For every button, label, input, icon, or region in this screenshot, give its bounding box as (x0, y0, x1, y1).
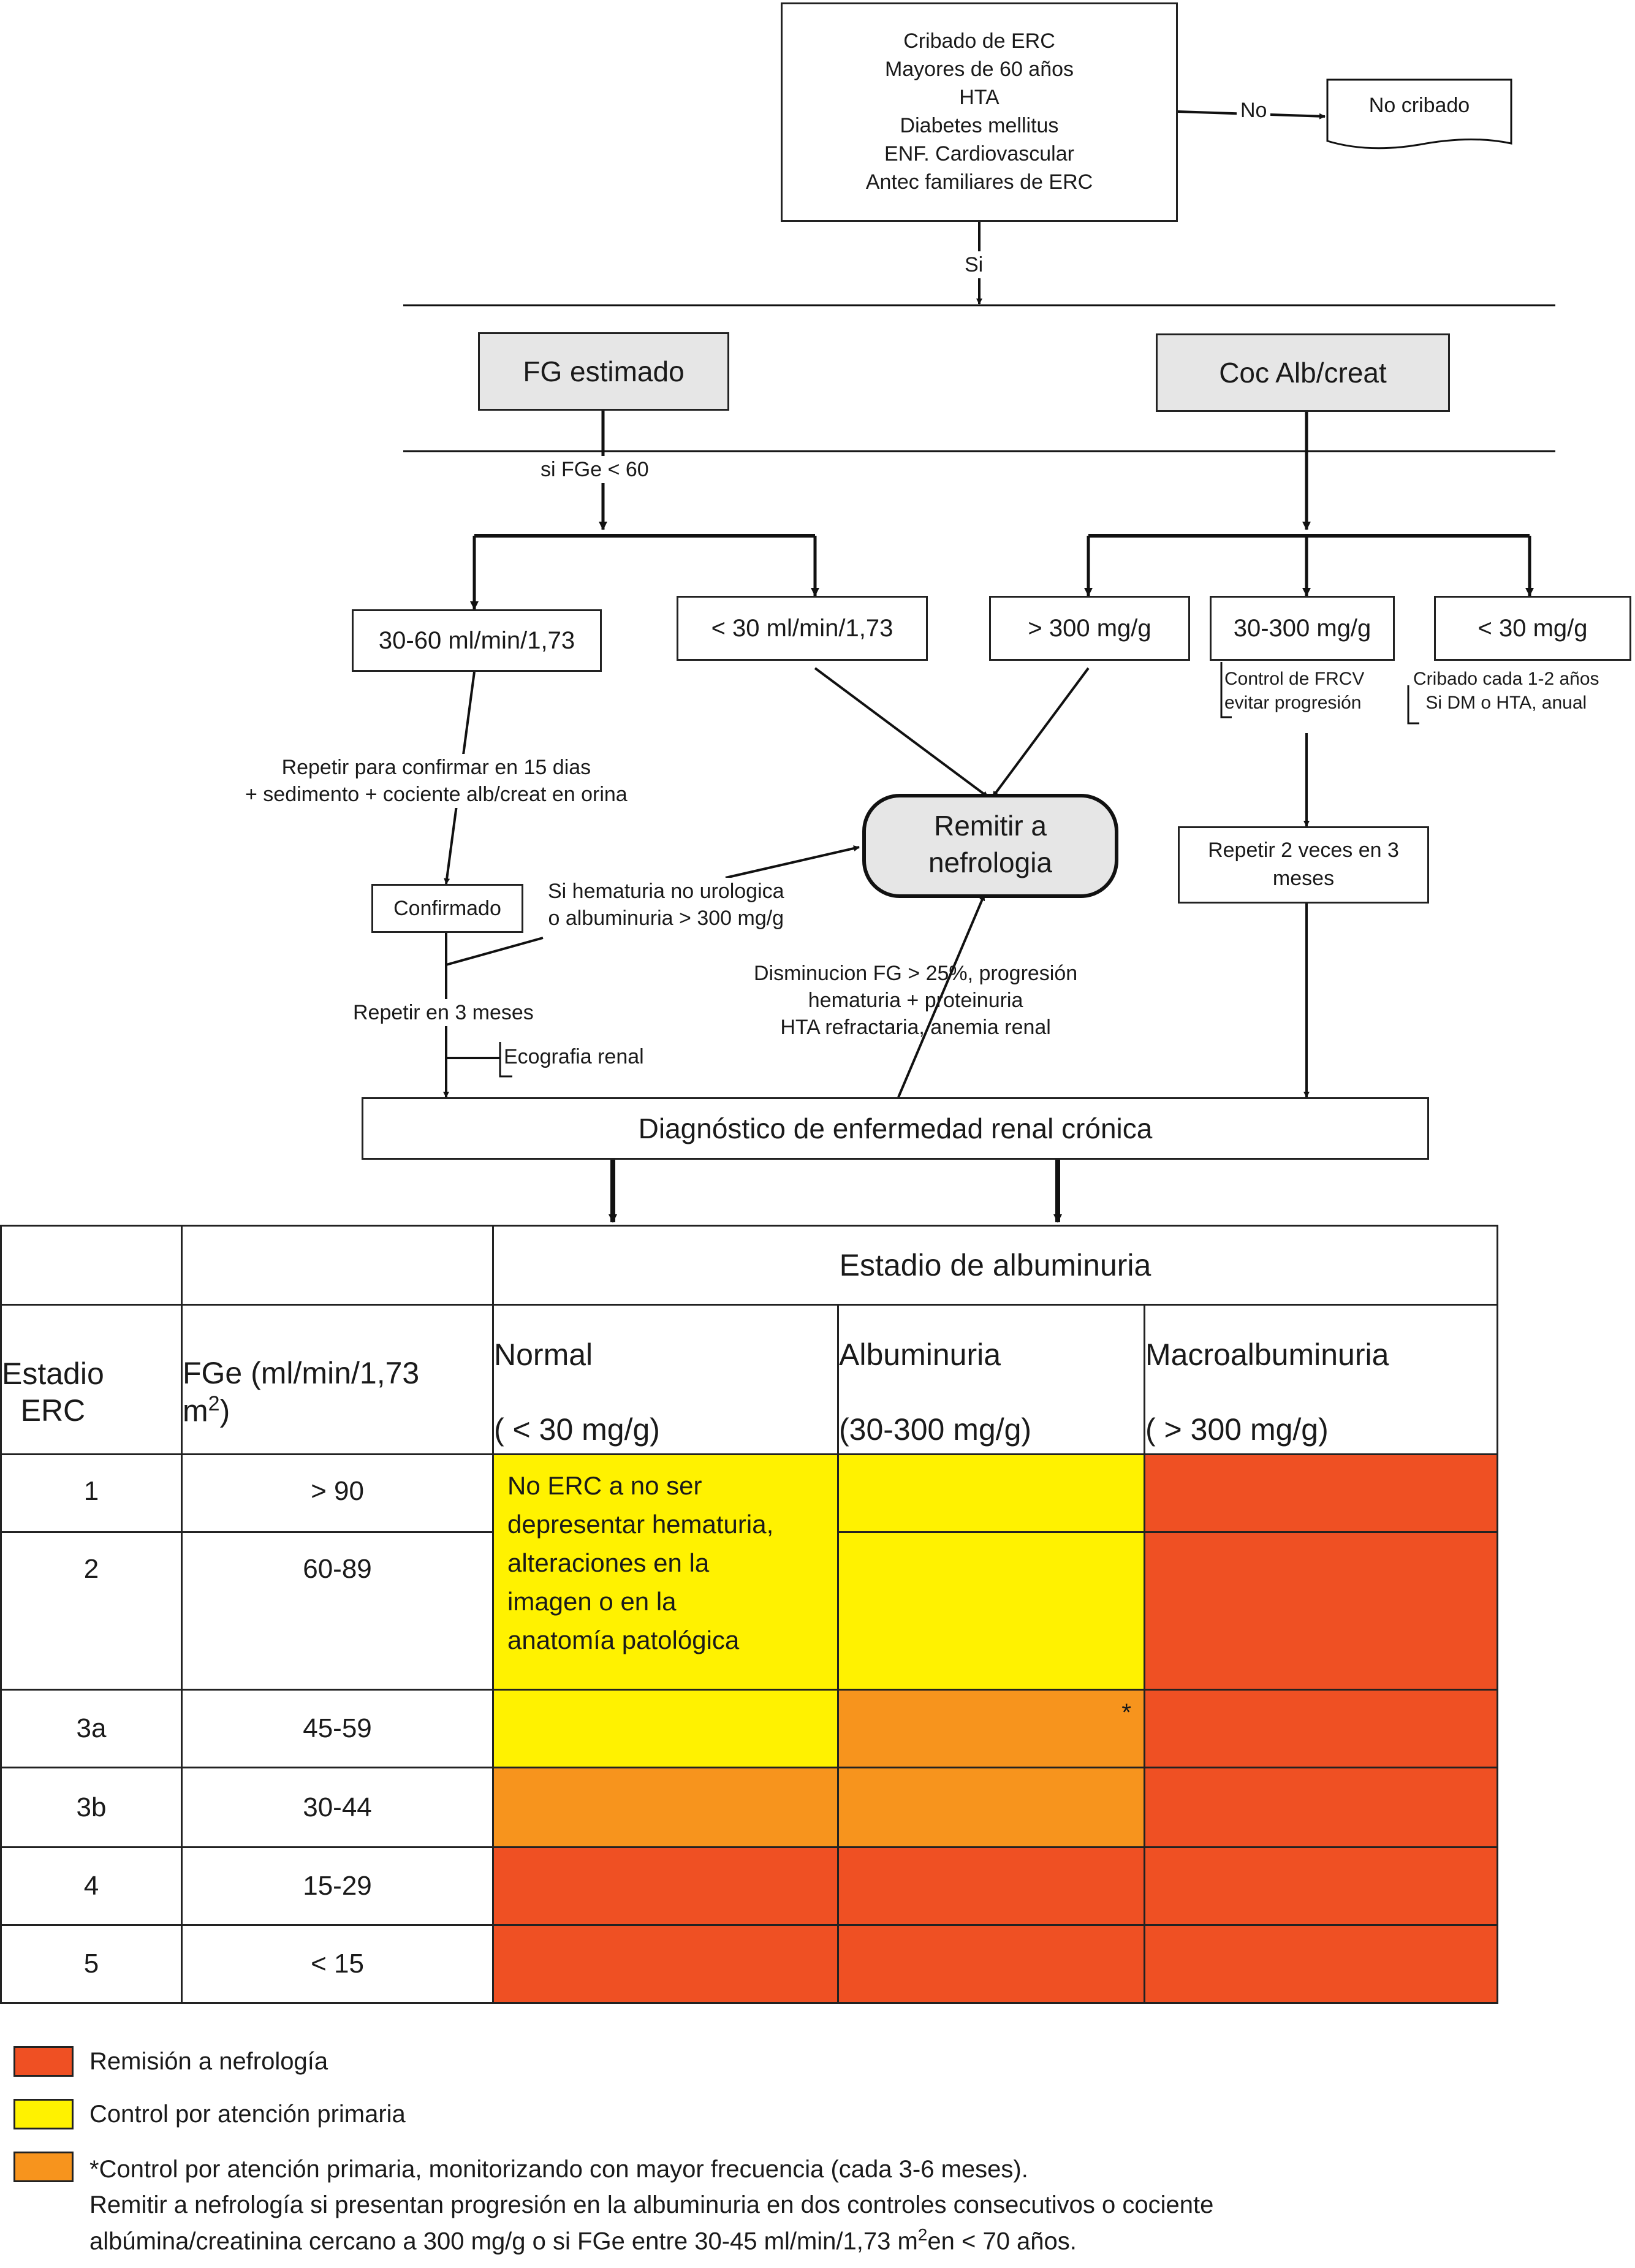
table-row-3a-stage: 3a (0, 1689, 183, 1768)
row-5-macro-cell (1144, 1924, 1498, 2004)
table-row-2-stage: 2 (0, 1531, 183, 1691)
screening-criteria-box: Cribado de ERC Mayores de 60 años HTA Di… (781, 2, 1178, 222)
stage-column-header: Estadio ERC (0, 1304, 183, 1455)
alb-lt30-box: < 30 mg/g (1434, 596, 1631, 661)
table-row-2-fge: 60-89 (181, 1531, 494, 1691)
row-4-normal-cell (492, 1846, 839, 1926)
row-4-albuminuria-cell (837, 1846, 1145, 1926)
repeat-twice-box: Repetir 2 veces en 3 meses (1178, 826, 1429, 904)
table-row-3b-fge: 30-44 (181, 1767, 494, 1848)
table-row-1-fge: > 90 (181, 1453, 494, 1533)
yes-label: Si (961, 251, 987, 279)
refer-box-shape (862, 794, 1118, 898)
header-blank-2 (181, 1225, 494, 1306)
legend-red-swatch (13, 2046, 74, 2077)
albuminuria-title: Albuminuria (839, 1337, 1001, 1372)
macroalbuminuria-column-header: Macroalbuminuria ( > 300 mg/g) (1144, 1304, 1498, 1455)
renal-echo-label: Ecografia renal (504, 1045, 644, 1068)
table-row-5-stage: 5 (0, 1924, 183, 2004)
row-2-albuminuria-cell (837, 1531, 1145, 1691)
header-blank-1 (0, 1225, 183, 1306)
albuminuria-stage-text: Estadio de albuminuria (839, 1248, 1151, 1282)
macroalbuminuria-range: ( > 300 mg/g) (1145, 1412, 1329, 1447)
albuminuria-range: (30-300 mg/g) (839, 1412, 1032, 1447)
macroalbuminuria-title: Macroalbuminuria (1145, 1337, 1389, 1372)
row-1-albuminuria-cell (837, 1453, 1145, 1533)
row-3b-normal-cell (492, 1767, 839, 1848)
legend-yellow-swatch (13, 2099, 74, 2129)
frcv-note: Control de FRCV evitar progresión (1224, 669, 1365, 713)
range-lt30-box: < 30 ml/min/1,73 (677, 596, 928, 661)
no-label: No (1237, 97, 1271, 124)
refer-nephrology-box: Remitir a nefrologia (928, 810, 1053, 878)
row-1-macro-cell (1144, 1453, 1498, 1533)
screening-frequency-note: Cribado cada 1-2 años Si DM o HTA, anual (1413, 669, 1599, 713)
fg-estimated-box: FG estimado (478, 332, 729, 411)
legend-yellow-label: Control por atención primaria (89, 2101, 406, 2128)
flowchart-connectors (403, 78, 1555, 1223)
table-row-1-stage: 1 (0, 1453, 183, 1533)
table-row-4-stage: 4 (0, 1846, 183, 1926)
hematuria-note: Si hematuria no urologica o albuminuria … (544, 878, 788, 932)
asterisk-mark: * (1121, 1699, 1131, 1726)
no-screening-box: No cribado (1368, 94, 1470, 117)
fge-column-unit: m2) (183, 1391, 230, 1428)
table-row-4-fge: 15-29 (181, 1846, 494, 1926)
albuminuria-column-header: Albuminuria (30-300 mg/g) (837, 1304, 1145, 1455)
row-3a-albuminuria-cell: * (837, 1689, 1145, 1768)
row-2-macro-cell (1144, 1531, 1498, 1691)
legend-red-label: Remisión a nefrología (89, 2048, 328, 2075)
normal-column-header: Normal ( < 30 mg/g) (492, 1304, 839, 1455)
legend-orange-line-1: *Control por atención primaria, monitori… (89, 2156, 1028, 2183)
albuminuria-stage-header: Estadio de albuminuria (492, 1225, 1498, 1306)
row-5-albuminuria-cell (837, 1924, 1145, 2004)
no-ckd-merged-cell: No ERC a no ser depresentar hematuria, a… (492, 1453, 839, 1691)
fg-decrease-note: Disminucion FG > 25%, progresión hematur… (754, 962, 1078, 1040)
fge-column-header: FGe (ml/min/1,73 m2) (181, 1304, 494, 1455)
normal-range: ( < 30 mg/g) (494, 1412, 660, 1447)
alb-creat-box: Coc Alb/creat (1156, 333, 1450, 412)
table-row-3b-stage: 3b (0, 1767, 183, 1848)
row-4-macro-cell (1144, 1846, 1498, 1926)
no-screening-shape (1326, 78, 1512, 150)
table-row-3a-fge: 45-59 (181, 1689, 494, 1768)
row-3a-normal-cell (492, 1689, 839, 1768)
normal-title: Normal (494, 1337, 593, 1372)
ckd-diagnosis-box: Diagnóstico de enfermedad renal crónica (362, 1097, 1429, 1160)
repeat-confirm-note: Repetir para confirmar en 15 dias + sedi… (241, 754, 631, 809)
fge-condition-label: si FGe < 60 (537, 456, 653, 484)
fge-column-title: FGe (ml/min/1,73 (183, 1355, 420, 1390)
legend-orange-line-2: Remitir a nefrología si presentan progre… (89, 2191, 1214, 2218)
confirmed-box: Confirmado (371, 884, 523, 933)
row-3a-macro-cell (1144, 1689, 1498, 1768)
row-3b-albuminuria-cell (837, 1767, 1145, 1848)
table-row-5-fge: < 15 (181, 1924, 494, 2004)
legend-orange-line-3: albúmina/creatinina cercano a 300 mg/g o… (89, 2225, 1077, 2255)
legend-orange-swatch (13, 2152, 74, 2182)
row-3b-macro-cell (1144, 1767, 1498, 1848)
row-5-normal-cell (492, 1924, 839, 2004)
repeat-3-months-label: Repetir en 3 meses (349, 999, 537, 1027)
alb-30-300-box: 30-300 mg/g (1210, 596, 1395, 661)
alb-gt300-box: > 300 mg/g (989, 596, 1190, 661)
range-30-60-box: 30-60 ml/min/1,73 (352, 609, 602, 672)
